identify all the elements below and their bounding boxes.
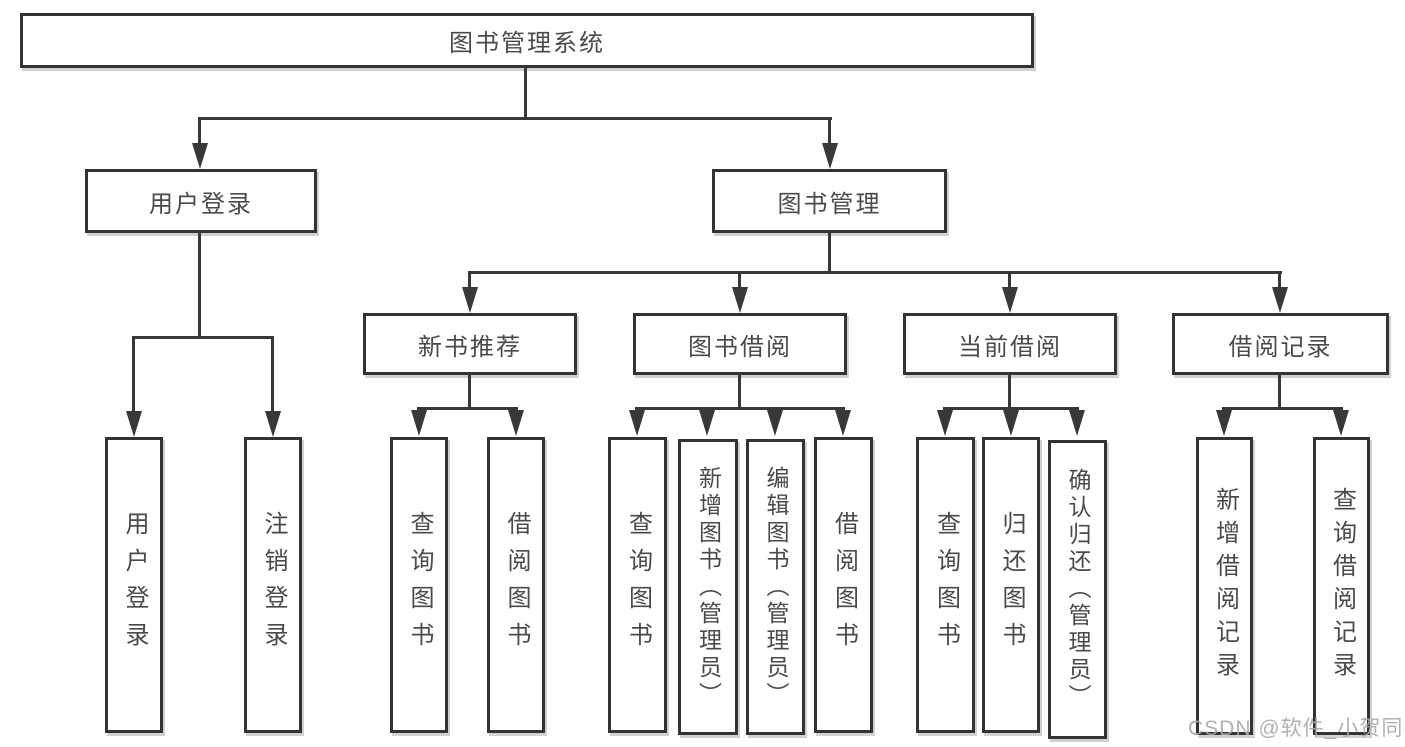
node-label: 查询图书 (932, 511, 960, 659)
node-label: 借阅记录 (1228, 333, 1333, 361)
node-user-login-leaf: 用户登录 (105, 437, 163, 733)
node-label: 图书管理系统 (449, 30, 605, 57)
node-query-borrow-record: 查询借阅记录 (1313, 437, 1370, 735)
connector-line (943, 407, 1079, 410)
node-borrowing-borrow-books: 借阅图书 (814, 437, 873, 733)
node-borrowing-query-books: 查询图书 (608, 437, 667, 733)
connector-line (738, 273, 741, 289)
arrow-down-icon (732, 287, 748, 313)
node-library-management-system: 图书管理系统 (20, 13, 1034, 68)
node-label: 注销登录 (260, 511, 287, 659)
arrow-down-icon (1069, 410, 1085, 436)
node-confirm-return-admin: 确认归还（管理员） (1048, 440, 1107, 739)
node-label: 图书管理 (777, 190, 882, 218)
connector-line (198, 119, 201, 145)
connector-line (132, 338, 135, 412)
arrow-down-icon (1333, 410, 1349, 436)
connector-line (1008, 373, 1011, 409)
node-edit-books-admin: 编辑图书（管理员） (746, 439, 805, 735)
node-label: 查询借阅记录 (1328, 487, 1356, 685)
connector-line (635, 407, 845, 410)
node-label: 新书推荐 (418, 333, 522, 361)
node-user-login: 用户登录 (85, 169, 317, 233)
arrow-down-icon (462, 287, 478, 313)
csdn-watermark: CSDN @软件_小贺同学 (1188, 717, 1405, 740)
connector-line (132, 336, 274, 339)
arrow-down-icon (937, 410, 953, 436)
connector-line (1008, 273, 1011, 289)
connector-line (1278, 273, 1281, 289)
arrow-down-icon (699, 410, 715, 436)
connector-line (468, 373, 471, 409)
node-label: 确认归还（管理员） (1065, 468, 1091, 711)
node-add-books-admin: 新增图书（管理员） (678, 439, 738, 735)
connector-line (828, 231, 831, 273)
node-label: 借阅图书 (830, 511, 858, 659)
connector-line (1222, 407, 1343, 410)
node-logout: 注销登录 (244, 437, 302, 733)
connector-line (468, 271, 1282, 274)
arrow-down-icon (508, 410, 524, 436)
arrow-down-icon (767, 410, 783, 436)
connector-line (738, 373, 741, 409)
connector-line (468, 273, 471, 289)
node-current-query-books: 查询图书 (916, 437, 975, 733)
node-label: 编辑图书（管理员） (763, 465, 789, 709)
node-recommend-query-books: 查询图书 (390, 437, 448, 733)
arrow-down-icon (1002, 287, 1018, 313)
node-label: 当前借阅 (958, 333, 1062, 361)
node-label: 用户登录 (121, 511, 148, 659)
node-label: 查询图书 (624, 511, 652, 659)
node-recommend-borrow-books: 借阅图书 (487, 437, 545, 733)
node-borrowing-records: 借阅记录 (1172, 313, 1389, 375)
node-label: 图书借阅 (688, 333, 792, 361)
arrow-down-icon (1003, 410, 1019, 436)
node-book-management: 图书管理 (712, 169, 947, 233)
connector-line (271, 338, 274, 412)
arrow-down-icon (126, 411, 142, 437)
node-new-book-recommendation: 新书推荐 (363, 313, 577, 375)
connector-line (417, 407, 518, 410)
arrow-down-icon (192, 143, 208, 169)
connector-line (828, 119, 831, 145)
arrow-down-icon (265, 411, 281, 437)
connector-line (198, 117, 832, 120)
arrow-down-icon (822, 143, 838, 169)
node-add-borrow-record: 新增借阅记录 (1196, 437, 1253, 735)
node-label: 新增借阅记录 (1211, 487, 1239, 685)
arrow-down-icon (629, 410, 645, 436)
arrow-down-icon (835, 410, 851, 436)
node-current-borrowing: 当前借阅 (903, 313, 1117, 375)
arrow-down-icon (411, 410, 427, 436)
arrow-down-icon (1216, 410, 1232, 436)
arrow-down-icon (1272, 287, 1288, 313)
node-label: 查询图书 (406, 511, 433, 659)
node-book-borrowing: 图书借阅 (633, 313, 847, 375)
node-label: 新增图书（管理员） (695, 465, 722, 709)
node-label: 用户登录 (149, 190, 253, 218)
node-label: 归还图书 (998, 511, 1025, 659)
node-label: 借阅图书 (503, 511, 530, 659)
node-return-books: 归还图书 (982, 437, 1040, 733)
connector-line (1278, 373, 1281, 409)
connector-line (524, 68, 527, 119)
connector-line (198, 231, 201, 338)
